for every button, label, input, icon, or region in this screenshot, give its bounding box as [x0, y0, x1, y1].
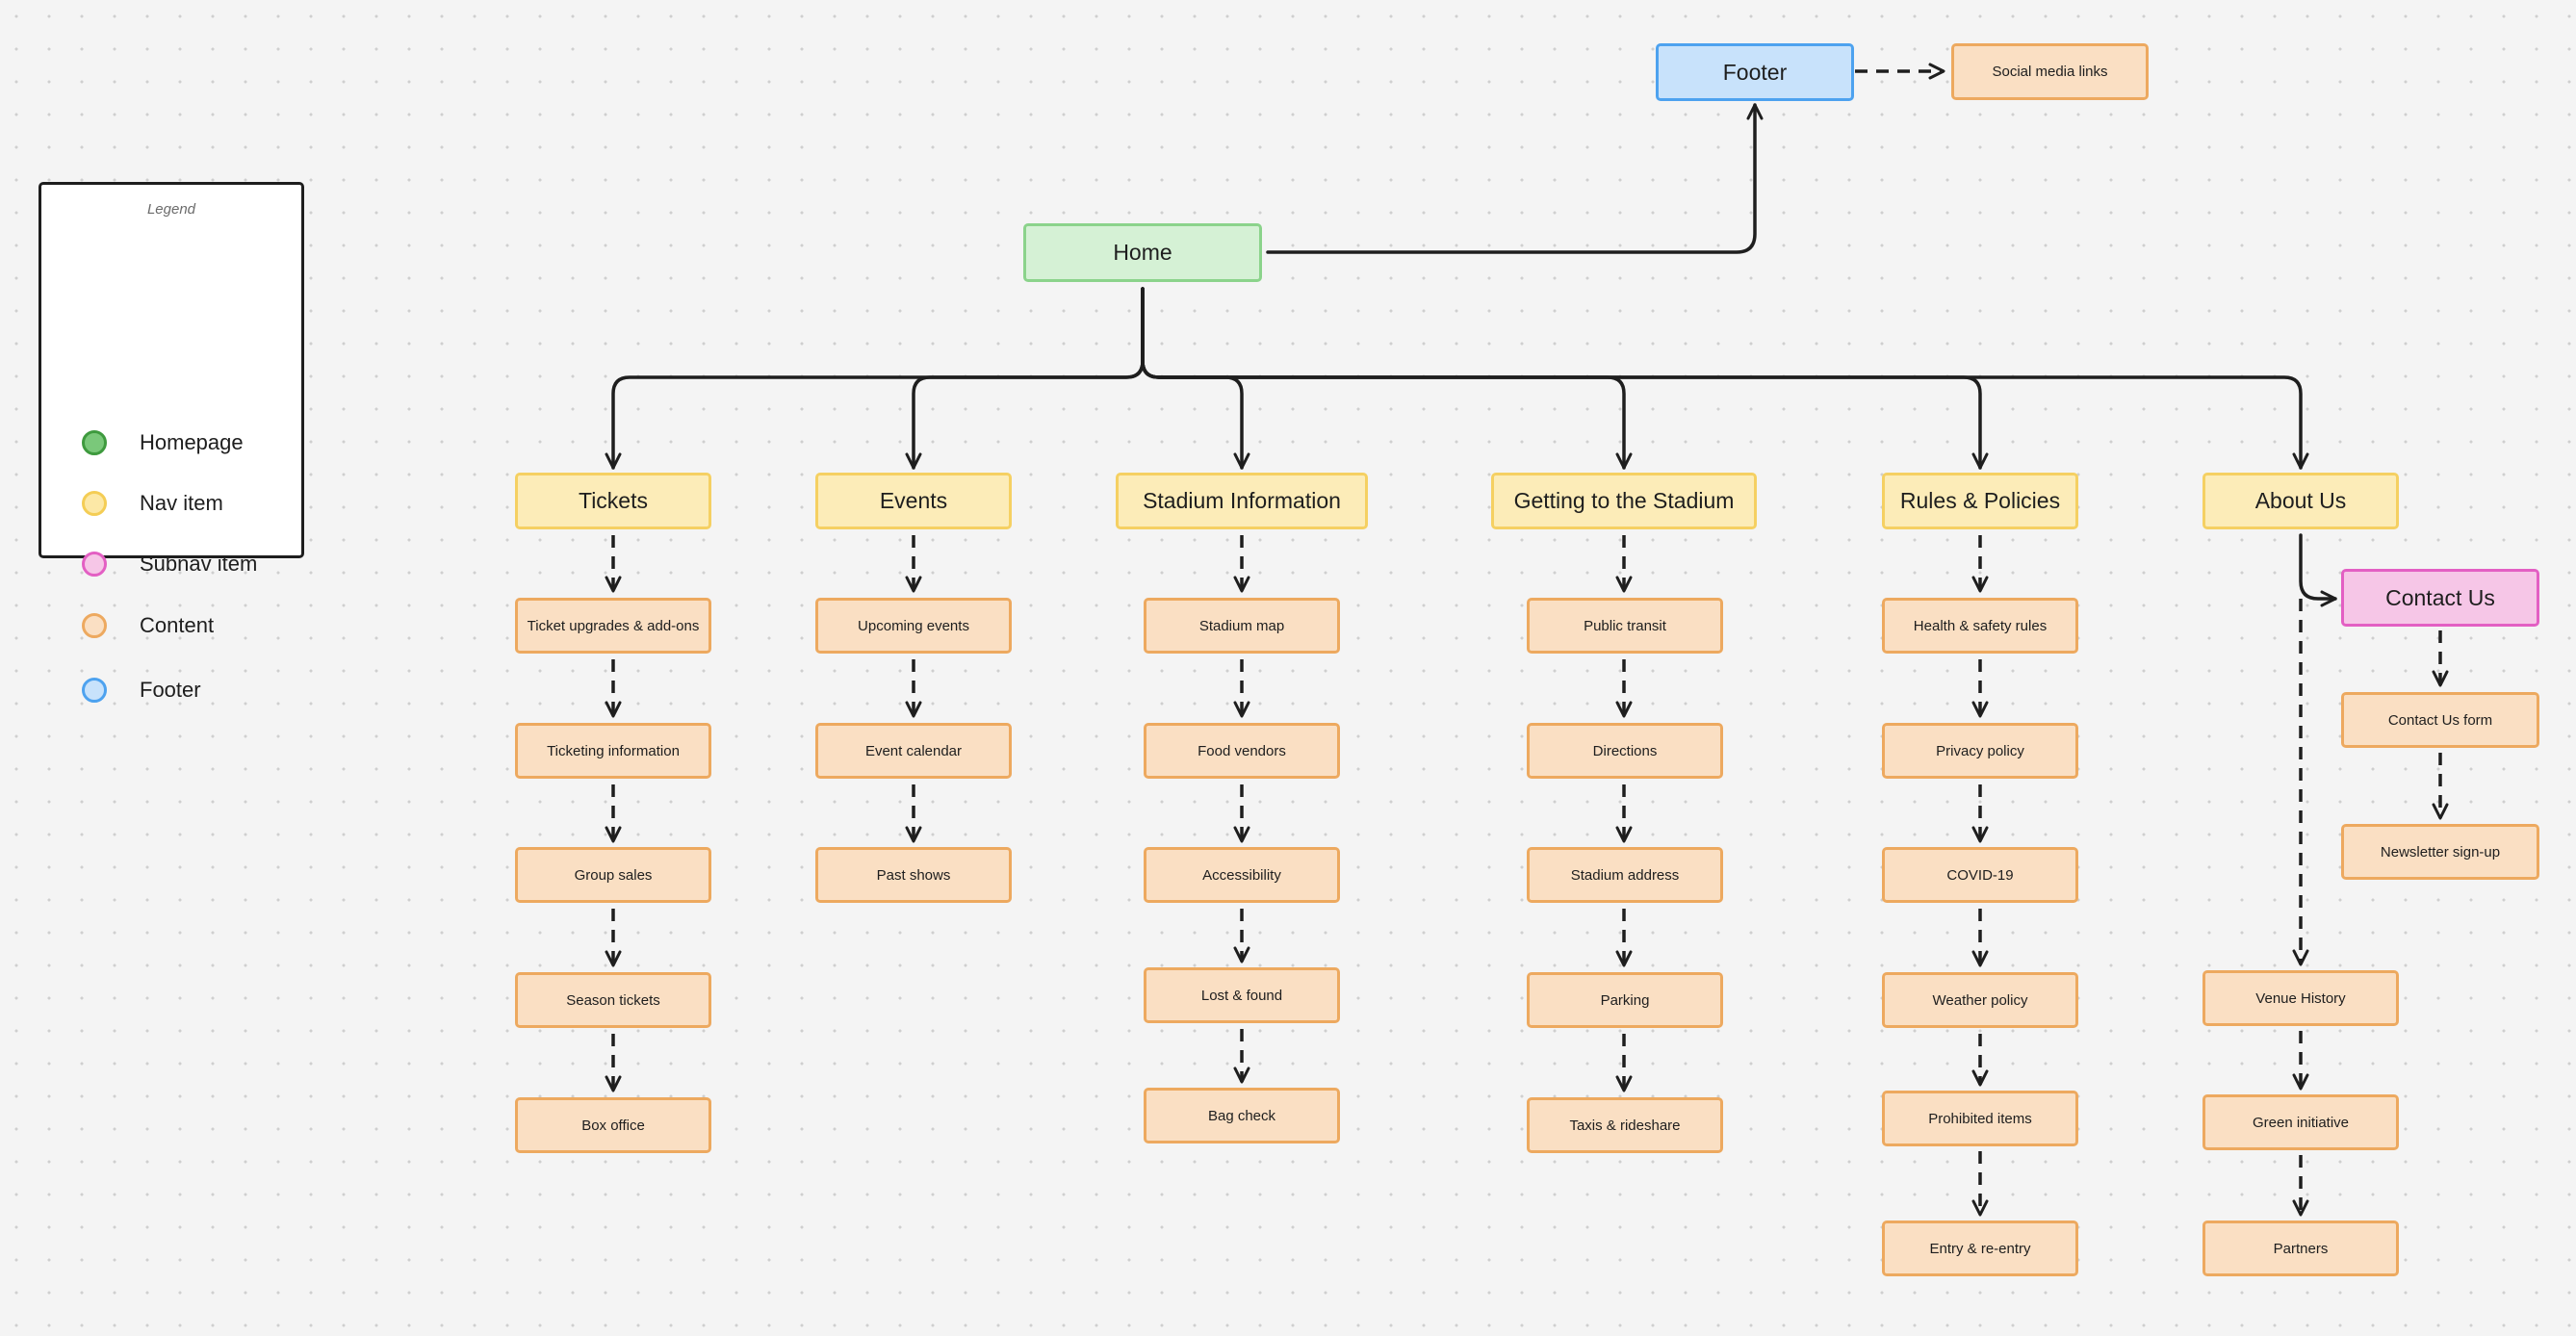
content-newsletter-sign-up[interactable]: Newsletter sign-up — [2341, 824, 2539, 880]
content-food-vendors[interactable]: Food vendors — [1144, 723, 1340, 779]
footer-swatch-icon — [82, 678, 107, 703]
legend-item-footer: Footer — [82, 673, 201, 707]
content-group-sales[interactable]: Group sales — [515, 847, 711, 903]
content-entry-re-entry[interactable]: Entry & re-entry — [1882, 1220, 2078, 1276]
content-weather-policy[interactable]: Weather policy — [1882, 972, 2078, 1028]
connector-about-contact — [2299, 533, 2337, 607]
nav-about-us[interactable]: About Us — [2202, 473, 2399, 529]
content-privacy-policy[interactable]: Privacy policy — [1882, 723, 2078, 779]
content-stadium-address[interactable]: Stadium address — [1527, 847, 1723, 903]
subnav-contact-us[interactable]: Contact Us — [2341, 569, 2539, 627]
legend-item-subnav: Subnav item — [82, 547, 257, 581]
content-upcoming-events[interactable]: Upcoming events — [815, 598, 1012, 654]
content-taxis-rideshare[interactable]: Taxis & rideshare — [1527, 1097, 1723, 1153]
legend-item-nav: Nav item — [82, 486, 223, 521]
content-parking[interactable]: Parking — [1527, 972, 1723, 1028]
connector-home-events — [905, 287, 1145, 470]
connector-home-about — [1141, 287, 2309, 470]
content-directions[interactable]: Directions — [1527, 723, 1723, 779]
content-prohibited-items[interactable]: Prohibited items — [1882, 1091, 2078, 1146]
legend-label-footer: Footer — [140, 678, 201, 702]
content-season-tickets[interactable]: Season tickets — [515, 972, 711, 1028]
content-public-transit[interactable]: Public transit — [1527, 598, 1723, 654]
content-box-office[interactable]: Box office — [515, 1097, 711, 1153]
content-lost-found[interactable]: Lost & found — [1144, 967, 1340, 1023]
homepage-swatch-icon — [82, 430, 107, 455]
content-past-shows[interactable]: Past shows — [815, 847, 1012, 903]
node-footer[interactable]: Footer — [1656, 43, 1854, 101]
content-ticketing-information[interactable]: Ticketing information — [515, 723, 711, 779]
legend-panel: Legend Homepage Nav item Subnav item Con… — [39, 182, 304, 703]
content-accessibility[interactable]: Accessibility — [1144, 847, 1340, 903]
legend-label-subnav: Subnav item — [140, 552, 258, 576]
content-health-safety-rules[interactable]: Health & safety rules — [1882, 598, 2078, 654]
nav-tickets[interactable]: Tickets — [515, 473, 711, 529]
legend-label-nav: Nav item — [140, 491, 223, 515]
legend-item-homepage: Homepage — [82, 425, 244, 460]
connector-home-footer — [1266, 103, 1764, 254]
content-bag-check[interactable]: Bag check — [1144, 1088, 1340, 1143]
node-home[interactable]: Home — [1023, 223, 1262, 282]
node-social-media-links[interactable]: Social media links — [1951, 43, 2149, 100]
legend-item-content: Content — [82, 608, 214, 643]
nav-item-swatch-icon — [82, 491, 107, 516]
nav-events[interactable]: Events — [815, 473, 1012, 529]
content-stadium-map[interactable]: Stadium map — [1144, 598, 1340, 654]
nav-rules-policies[interactable]: Rules & Policies — [1882, 473, 2078, 529]
content-venue-history[interactable]: Venue History — [2202, 970, 2399, 1026]
subnav-item-swatch-icon — [82, 552, 107, 577]
content-ticket-upgrades[interactable]: Ticket upgrades & add-ons — [515, 598, 711, 654]
legend-title: Legend — [146, 201, 196, 218]
legend-label-content: Content — [140, 613, 215, 637]
content-covid-19[interactable]: COVID-19 — [1882, 847, 2078, 903]
legend-label-homepage: Homepage — [140, 430, 244, 454]
content-green-initiative[interactable]: Green initiative — [2202, 1094, 2399, 1150]
content-event-calendar[interactable]: Event calendar — [815, 723, 1012, 779]
content-partners[interactable]: Partners — [2202, 1220, 2399, 1276]
nav-getting-to-the-stadium[interactable]: Getting to the Stadium — [1491, 473, 1757, 529]
content-contact-us-form[interactable]: Contact Us form — [2341, 692, 2539, 748]
content-swatch-icon — [82, 613, 107, 638]
nav-stadium-information[interactable]: Stadium Information — [1116, 473, 1368, 529]
